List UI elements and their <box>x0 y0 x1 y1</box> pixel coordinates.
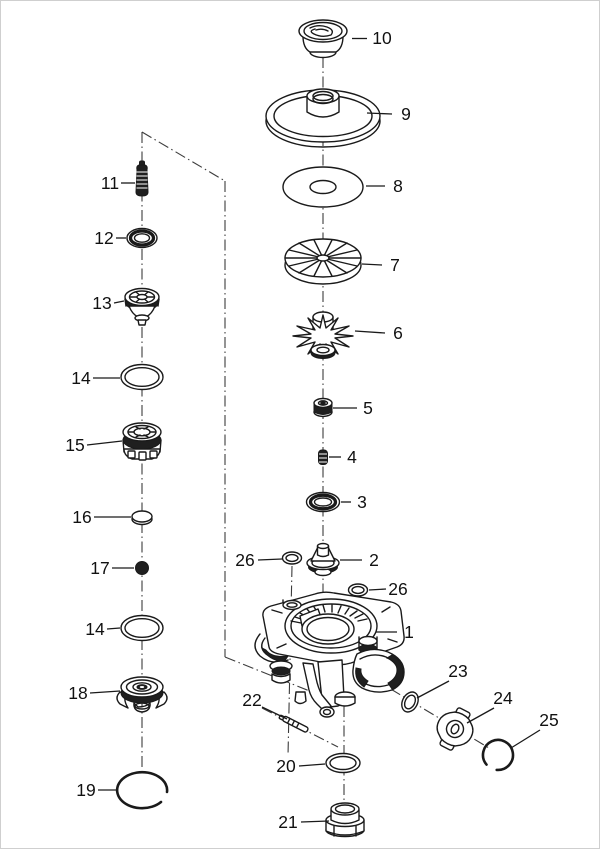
part-9-cover-disc <box>265 88 381 148</box>
callout-label-6: 6 <box>393 323 403 343</box>
callout-label-24: 24 <box>493 688 513 708</box>
part-5-nut <box>313 397 333 418</box>
part-23-o-ring-tilted <box>401 691 419 713</box>
part-10-cap <box>298 19 348 59</box>
callout-label-13: 13 <box>92 293 111 313</box>
callout-label-22: 22 <box>242 690 261 710</box>
leader-line-23 <box>416 680 450 699</box>
callout-label-23: 23 <box>448 661 467 681</box>
part-15-valve-cage <box>122 422 162 461</box>
callout-label-8: 8 <box>393 176 403 196</box>
leader-line-25 <box>510 729 541 749</box>
part-25-snap-ring <box>481 738 515 772</box>
leader-line-9 <box>366 112 393 115</box>
part-6-impeller-star <box>292 311 354 359</box>
callout-label-15: 15 <box>65 435 84 455</box>
callout-label-1: 1 <box>404 622 414 642</box>
leader-line-7 <box>361 263 383 266</box>
part-17-ball <box>135 561 149 575</box>
leader-lines <box>86 37 541 823</box>
leader-line-13 <box>113 300 125 304</box>
callout-label-16: 16 <box>72 507 91 527</box>
centerline-seal-left <box>287 565 293 757</box>
leader-line-15 <box>86 440 123 446</box>
part-24-outlet-fitting <box>436 707 474 751</box>
callout-label-25: 25 <box>539 710 558 730</box>
part-14-o-ring-lower <box>120 614 164 642</box>
callout-label-14-lower: 14 <box>85 619 105 639</box>
leader-line-26-right <box>368 588 387 591</box>
part-18-bayonet-cap <box>116 676 168 713</box>
part-26-seal-ring-right <box>347 583 369 597</box>
part-2-valve-cone <box>306 542 340 577</box>
part-4-spring <box>318 449 328 465</box>
callout-label-19: 19 <box>76 780 95 800</box>
part-26-seal-ring-left <box>281 551 303 565</box>
part-8-washer-disc <box>282 166 364 208</box>
callout-label-18: 18 <box>68 683 87 703</box>
part-3-o-ring <box>305 491 341 513</box>
part-20-o-ring <box>325 752 361 774</box>
part-13-valve-cartridge <box>124 287 160 326</box>
callout-label-14-upper: 14 <box>71 368 91 388</box>
leader-line-14-lower <box>106 627 121 630</box>
callout-label-2: 2 <box>369 550 379 570</box>
part-14-o-ring-upper <box>120 363 164 391</box>
part-1-pump-housing <box>254 591 405 718</box>
part-11-spring <box>135 160 149 197</box>
leader-line-18 <box>89 690 121 694</box>
callout-label-3: 3 <box>357 492 367 512</box>
callout-label-4: 4 <box>347 447 357 467</box>
callout-labels: 10 9 8 7 6 5 4 3 2 26 26 1 22 23 24 25 2… <box>65 28 558 832</box>
callout-label-21: 21 <box>278 812 297 832</box>
centerline-branch-diagonal <box>141 131 226 182</box>
callout-label-7: 7 <box>390 255 400 275</box>
centerline-outlet-axis <box>373 678 490 749</box>
callout-label-17: 17 <box>90 558 109 578</box>
part-7-ribbed-disc <box>284 238 362 285</box>
part-22-pin <box>278 714 309 733</box>
callout-label-11: 11 <box>101 173 119 193</box>
leader-line-21 <box>300 820 330 823</box>
leader-line-20 <box>298 763 326 767</box>
callout-label-10: 10 <box>372 28 392 48</box>
callout-label-5: 5 <box>363 398 373 418</box>
leader-line-24 <box>466 707 495 724</box>
part-16-disc <box>131 510 153 526</box>
leader-line-26-left <box>257 558 283 561</box>
callout-label-9: 9 <box>401 104 411 124</box>
leader-line-6 <box>354 330 386 334</box>
callout-label-26-right: 26 <box>388 579 407 599</box>
leader-line-22 <box>261 706 288 720</box>
part-19-snap-ring <box>115 770 169 810</box>
part-21-plug-cap <box>325 802 365 838</box>
callout-label-26-left: 26 <box>235 550 254 570</box>
callout-label-12: 12 <box>94 228 113 248</box>
part-12-o-ring <box>126 227 158 249</box>
callout-label-20: 20 <box>276 756 296 776</box>
